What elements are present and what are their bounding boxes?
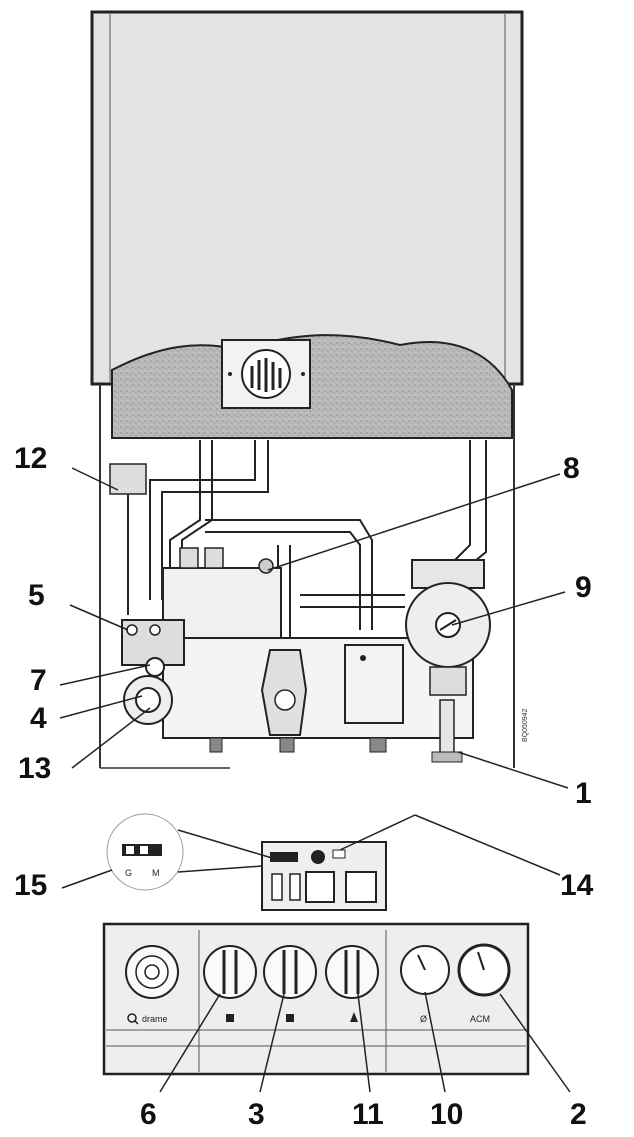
thermometer-gauge xyxy=(457,943,511,997)
control-panel: drame Ø ACM xyxy=(102,922,530,1076)
callout-2: 2 xyxy=(570,1098,587,1131)
magnifier-icon xyxy=(127,1013,139,1025)
panel-label-acm: ACM xyxy=(470,1014,490,1024)
panel-label-gauge: Ø xyxy=(420,1014,427,1024)
radiator-icon xyxy=(226,1014,234,1022)
callout-11: 11 xyxy=(352,1098,384,1131)
pump xyxy=(405,559,491,696)
switch-inset: G M xyxy=(106,813,184,891)
pressure-gauge xyxy=(400,945,450,995)
inset-letter-left: G xyxy=(125,868,132,878)
ignition-button xyxy=(125,945,179,999)
callout-9: 9 xyxy=(575,571,592,604)
knob-heating xyxy=(203,945,257,999)
heat-exchanger xyxy=(111,334,513,439)
tap-icon xyxy=(286,1014,294,1022)
knob-mode xyxy=(263,945,317,999)
callout-7: 7 xyxy=(30,664,47,697)
electronics-box xyxy=(261,841,387,911)
base-plate xyxy=(162,637,474,753)
hydraulic-block xyxy=(344,644,404,724)
callout-13: 13 xyxy=(18,752,51,785)
callout-12: 12 xyxy=(14,442,47,475)
diverter-valve xyxy=(260,649,308,736)
flame-icon xyxy=(350,1012,358,1022)
inset-letter-right: M xyxy=(152,868,160,878)
callout-3: 3 xyxy=(248,1098,265,1131)
knob-dhw xyxy=(325,945,379,999)
callout-labels: 12 8 5 9 7 4 13 1 15 14 6 3 11 10 2 xyxy=(14,442,594,1131)
callout-5: 5 xyxy=(28,579,45,612)
callout-1: 1 xyxy=(575,777,592,810)
gas-valve xyxy=(121,619,185,725)
callout-4: 4 xyxy=(30,702,47,735)
callout-8: 8 xyxy=(563,452,580,485)
side-code: BQ050942 xyxy=(522,708,529,742)
callout-14: 14 xyxy=(560,869,594,902)
callout-6: 6 xyxy=(140,1098,157,1131)
pressure-switch xyxy=(109,463,147,615)
boiler-casing xyxy=(90,10,524,769)
panel-label-left: drame xyxy=(142,1014,168,1024)
callout-15: 15 xyxy=(14,869,47,902)
callout-10: 10 xyxy=(430,1098,463,1131)
drain-tap xyxy=(431,699,463,763)
leader-lines xyxy=(59,467,571,1093)
